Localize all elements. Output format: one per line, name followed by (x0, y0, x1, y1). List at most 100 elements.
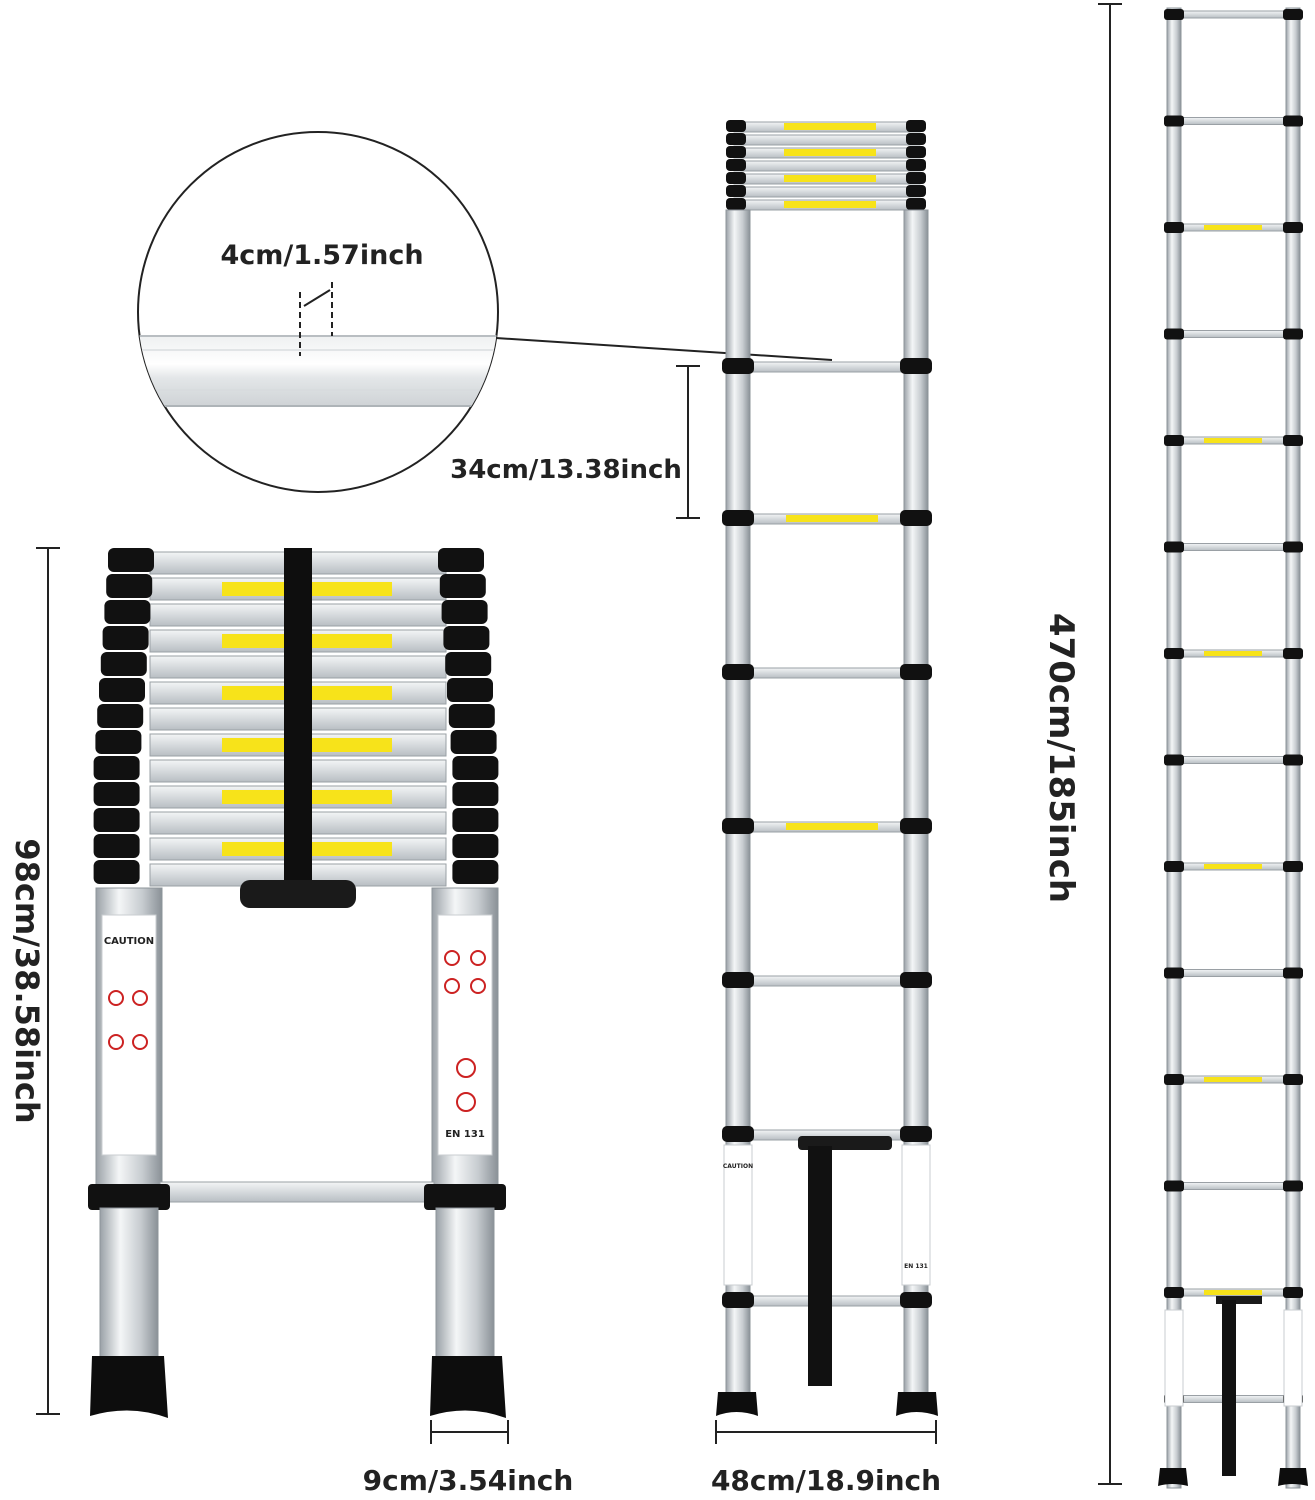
folded-section-cap (97, 704, 144, 728)
folded-section-cap (452, 782, 499, 806)
middle-stack-rung (733, 186, 921, 198)
extended-foot-left (1158, 1468, 1188, 1486)
folded-section-cap (452, 808, 499, 832)
extended-collar (1283, 1180, 1303, 1192)
extended-collar (1283, 1074, 1303, 1085)
extended-collar (1164, 648, 1184, 659)
extended-collar (1283, 222, 1303, 233)
folded-section-cap (452, 756, 499, 780)
folded-section-cap (447, 678, 493, 702)
middle-caution-text: CAUTION (723, 1163, 753, 1170)
extended-collar (1164, 1180, 1184, 1192)
extended-collar (1283, 115, 1303, 127)
middle-standard-text: EN 131 (904, 1263, 928, 1270)
folded-section-cap (93, 756, 140, 780)
folded-foot-right (430, 1356, 506, 1418)
folded-section-cap (448, 704, 495, 728)
extended-collar (1164, 1074, 1184, 1085)
middle-stack-cap (906, 159, 926, 171)
folded-section-cap (438, 548, 484, 572)
extended-collar (1283, 1287, 1303, 1298)
middle-foot-right (896, 1392, 938, 1416)
middle-stack-cap (906, 146, 926, 158)
middle-warning-sticker (784, 123, 876, 130)
middle-stack-cap (726, 185, 746, 197)
middle-warning-sticker (786, 515, 878, 522)
folded-strap (284, 548, 312, 884)
middle-ladder: CAUTION EN 131 (716, 120, 938, 1416)
extended-warning-sticker (1204, 1077, 1262, 1082)
rung-spacing-dimension: 34cm/13.38inch (450, 365, 700, 519)
folded-section-cap (102, 626, 149, 650)
extended-collar (1164, 1287, 1184, 1298)
middle-warning-sticker (784, 175, 876, 182)
folded-height-label: 98cm/38.58inch (8, 838, 46, 1123)
middle-collar (900, 1292, 932, 1308)
ladder-width-label: 48cm/18.9inch (711, 1464, 941, 1497)
extended-collar (1283, 861, 1303, 872)
middle-collar (722, 1292, 754, 1308)
extended-rung (1177, 543, 1289, 551)
extended-rung (1177, 330, 1289, 338)
folded-section-cap (441, 600, 488, 624)
middle-warning-sticker (784, 201, 876, 208)
middle-collar (722, 972, 754, 988)
extended-warning-sticker (1204, 651, 1262, 656)
folded-section-cap (452, 834, 499, 858)
extended-rung (1177, 756, 1289, 764)
folded-section-cap (95, 730, 142, 754)
folded-standard-text: EN 131 (445, 1129, 485, 1140)
extended-collar (1283, 648, 1303, 659)
middle-warning-sticker (786, 823, 878, 830)
middle-stack-cap (906, 198, 926, 210)
folded-section-cap (93, 782, 140, 806)
middle-collar (900, 664, 932, 680)
extended-collar (1164, 967, 1184, 979)
extended-collar (1283, 967, 1303, 979)
folded-section-cap (99, 678, 145, 702)
folded-caution-text: CAUTION (104, 936, 154, 947)
extended-collar (1164, 328, 1184, 340)
middle-collar (722, 818, 754, 834)
extended-rung (1177, 1182, 1289, 1190)
middle-collar (900, 972, 932, 988)
folded-section-cap (106, 574, 153, 598)
middle-collar (722, 1126, 754, 1142)
section-width-label: 4cm/1.57inch (220, 240, 423, 271)
middle-collar (722, 664, 754, 680)
extended-collar (1283, 541, 1303, 553)
extended-ladder (1158, 7, 1308, 1489)
extended-warning-sticker (1204, 438, 1262, 443)
extended-collar (1164, 861, 1184, 872)
folded-section-cap (445, 652, 492, 676)
middle-stack-cap (906, 185, 926, 197)
middle-collar (722, 358, 754, 374)
folded-handle (240, 880, 356, 908)
foot-width-label: 9cm/3.54inch (363, 1464, 574, 1497)
extended-height-label: 470cm/185inch (1041, 613, 1081, 903)
middle-stack-cap (906, 120, 926, 132)
middle-stack-cap (726, 172, 746, 184)
extended-warning-sticker (1204, 225, 1262, 230)
extended-rung (1177, 117, 1289, 125)
extended-warning-sticker (1204, 1290, 1262, 1295)
middle-stack-cap (726, 146, 746, 158)
extended-collar (1283, 754, 1303, 766)
middle-collar (722, 510, 754, 526)
foot-width-dimension: 9cm/3.54inch (363, 1420, 574, 1497)
extended-collar (1164, 541, 1184, 553)
extended-rung (1177, 969, 1289, 977)
folded-foot-left (90, 1356, 168, 1418)
middle-stack-rung (733, 160, 921, 172)
middle-stack-cap (726, 198, 746, 210)
ladder-width-dimension: 48cm/18.9inch (711, 1420, 941, 1497)
middle-stack-cap (906, 172, 926, 184)
extended-collar (1164, 222, 1184, 233)
middle-stack-cap (726, 120, 746, 132)
folded-section-cap (93, 808, 140, 832)
middle-rung (747, 975, 907, 987)
middle-collar (900, 510, 932, 526)
middle-rung (747, 361, 907, 373)
middle-collar (900, 358, 932, 374)
